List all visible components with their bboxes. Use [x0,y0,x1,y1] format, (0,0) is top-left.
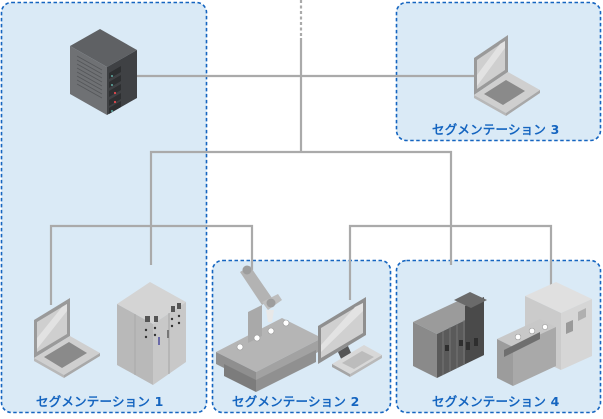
right-branch [348,224,553,300]
laptop-icon [34,298,100,378]
desktop-pc-icon [318,297,382,377]
left-branch [49,224,254,305]
plc-icon [413,292,487,378]
segment-label-2: セグメンテーション 2 [232,394,360,409]
robot-arm-conveyor-icon [216,265,322,392]
laptop-icon [474,35,540,116]
distribution-line [149,150,453,265]
network-connectors [49,0,553,305]
segment-label-4: セグメンテーション 4 [432,394,560,409]
server-icon [70,29,137,115]
inspection-machine-icon [497,282,592,386]
segment-label-3: セグメンテーション 3 [432,122,560,137]
control-cabinet-icon [117,282,186,385]
segment-label-1: セグメンテーション 1 [36,394,164,409]
